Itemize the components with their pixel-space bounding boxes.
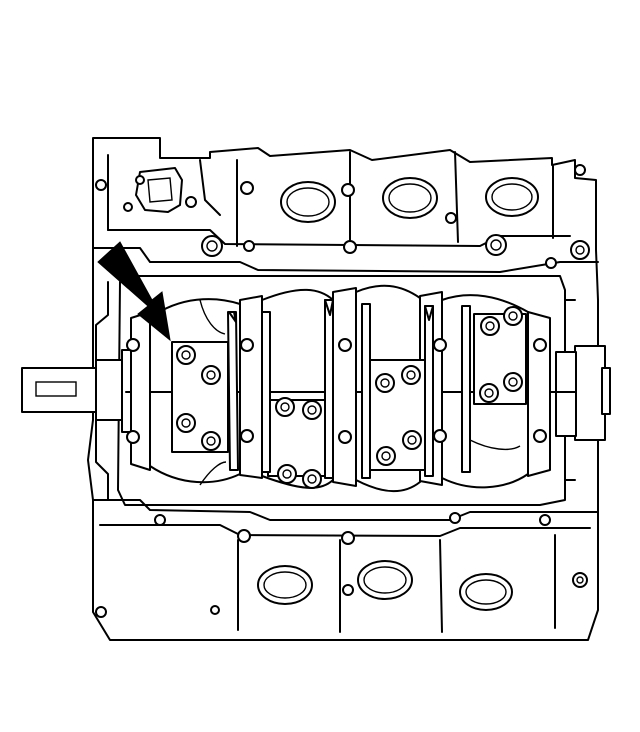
upper-ports xyxy=(280,177,539,223)
bearing-cap-bolt xyxy=(375,373,395,393)
crankcase-side xyxy=(95,281,109,501)
crankcase-opening xyxy=(117,275,566,506)
lower-deck-inner xyxy=(99,524,591,537)
bearing-cap-bolt xyxy=(176,413,196,433)
connecting-rods xyxy=(227,299,471,479)
bearing-cap-bolt xyxy=(376,446,396,466)
bearing-cap-bolt xyxy=(302,400,322,420)
bearing-cap-bolts xyxy=(176,306,523,489)
bearing-cap-bolt xyxy=(503,306,523,326)
main-bearing-cap-bolt xyxy=(176,345,196,365)
rear-flange xyxy=(555,345,611,441)
upper-holes xyxy=(95,164,590,269)
arrow-icon xyxy=(97,241,171,342)
filter-boss xyxy=(135,167,183,213)
bearing-cap-bolt xyxy=(479,383,499,403)
lower-rib xyxy=(439,539,443,633)
lower-deck-edge xyxy=(92,499,599,521)
crankshaft-nose xyxy=(21,349,133,433)
bearing-cap-bolt xyxy=(302,469,322,489)
bearing-cap-bolt xyxy=(277,464,297,484)
journal-bosses xyxy=(126,338,547,444)
bearing-cap-bolt xyxy=(401,365,421,385)
bearing-cap-bolt xyxy=(201,431,221,451)
bearing-cap-bolt xyxy=(402,430,422,450)
upper-rib xyxy=(454,151,459,243)
bearing-cap-bolt xyxy=(480,316,500,336)
bearing-cap-bolt xyxy=(201,365,221,385)
lower-ports xyxy=(257,560,513,611)
bearing-cap-bolt xyxy=(503,372,523,392)
bearing-cap-bolt xyxy=(275,397,295,417)
lower-holes xyxy=(95,512,588,618)
